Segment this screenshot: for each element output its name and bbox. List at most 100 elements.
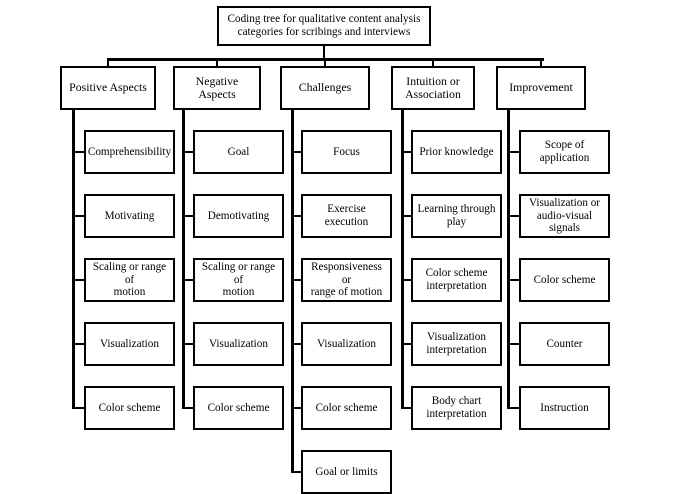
node-improvement-3-line-1: Counter xyxy=(546,337,583,350)
node-challenges-5: Goal or limits xyxy=(301,450,392,494)
node-negative-aspects-2-line-2: motion xyxy=(222,286,255,299)
stub-positive-aspects-2 xyxy=(72,278,84,282)
stub-improvement-2 xyxy=(507,278,519,282)
node-challenges-2-line-1: Responsiveness or xyxy=(311,261,382,286)
node-intuition-or-association-3-line-2: interpretation xyxy=(426,344,487,356)
node-improvement-3: Counter xyxy=(519,322,610,366)
header-challenges-line-1: Challenges xyxy=(298,80,352,95)
node-negative-aspects-1: Demotivating xyxy=(193,194,284,238)
root-stem xyxy=(322,46,326,58)
node-improvement-4-line-1: Instruction xyxy=(540,401,589,414)
header-negative-aspects-line-1: Negative Aspects xyxy=(195,73,239,101)
stub-challenges-4 xyxy=(291,406,301,410)
node-improvement-1-line-2: audio-visual xyxy=(536,209,593,222)
node-improvement-1-line-3: signals xyxy=(548,222,581,235)
spine-improvement xyxy=(507,110,510,410)
node-challenges-1-line-1: Exercise execution xyxy=(324,203,369,228)
node-positive-aspects-4-line-1: Color scheme xyxy=(98,401,161,414)
node-positive-aspects-2-line-2: motion xyxy=(113,286,146,299)
node-positive-aspects-3: Visualization xyxy=(84,322,175,366)
node-positive-aspects-0-line-1: Comprehensibility xyxy=(87,145,172,158)
stub-challenges-0 xyxy=(291,150,301,154)
header-drop-intuition-or-association xyxy=(431,58,435,66)
stub-improvement-3 xyxy=(507,342,519,346)
root-node-line-2: categories for scribings and interviews xyxy=(237,26,411,38)
node-negative-aspects-3-line-1: Visualization xyxy=(209,337,268,350)
header-intuition-or-association-line-2: Association xyxy=(405,87,461,101)
node-improvement-1-line-1: Visualization or xyxy=(528,197,601,210)
node-negative-aspects-4: Color scheme xyxy=(193,386,284,430)
stub-negative-aspects-2 xyxy=(182,278,193,282)
header-challenges: Challenges xyxy=(280,66,370,110)
stub-negative-aspects-0 xyxy=(182,150,193,154)
stub-intuition-or-association-2 xyxy=(401,278,411,282)
header-improvement: Improvement xyxy=(496,66,586,110)
stub-challenges-1 xyxy=(291,214,301,218)
stub-challenges-2 xyxy=(291,278,301,282)
node-positive-aspects-1-line-1: Motivating xyxy=(104,209,155,222)
node-improvement-2: Color scheme xyxy=(519,258,610,302)
stub-intuition-or-association-3 xyxy=(401,342,411,346)
header-drop-positive-aspects xyxy=(106,58,110,66)
node-improvement-4: Instruction xyxy=(519,386,610,430)
node-intuition-or-association-0-line-1: Prior knowledge xyxy=(419,145,494,158)
header-intuition-or-association-line-1: Intuition or xyxy=(406,73,460,88)
node-challenges-3: Visualization xyxy=(301,322,392,366)
header-drop-improvement xyxy=(539,58,543,66)
header-positive-aspects: Positive Aspects xyxy=(60,66,156,110)
root-node-line-1: Coding tree for qualitative content anal… xyxy=(227,13,421,26)
spine-positive-aspects xyxy=(72,110,75,410)
node-positive-aspects-3-line-1: Visualization xyxy=(100,337,159,350)
header-positive-aspects-line-1: Positive Aspects xyxy=(69,80,147,95)
node-intuition-or-association-2-line-1: Color scheme xyxy=(425,267,488,280)
stub-intuition-or-association-1 xyxy=(401,214,411,218)
stub-challenges-5 xyxy=(291,470,301,474)
header-drop-challenges xyxy=(323,58,327,66)
node-negative-aspects-0-line-1: Goal xyxy=(227,145,250,158)
node-challenges-2-line-2: range of motion xyxy=(310,286,383,299)
node-negative-aspects-0: Goal xyxy=(193,130,284,174)
stub-positive-aspects-0 xyxy=(72,150,84,154)
header-improvement-line-1: Improvement xyxy=(509,80,573,95)
node-negative-aspects-3: Visualization xyxy=(193,322,284,366)
node-challenges-1: Exercise execution xyxy=(301,194,392,238)
node-negative-aspects-1-line-1: Demotivating xyxy=(207,209,270,222)
node-positive-aspects-1: Motivating xyxy=(84,194,175,238)
node-negative-aspects-2-line-1: Scaling or range of xyxy=(201,261,276,286)
root-node: Coding tree for qualitative content anal… xyxy=(217,6,431,46)
node-intuition-or-association-1-line-2: play xyxy=(446,216,467,228)
node-intuition-or-association-0: Prior knowledge xyxy=(411,130,502,174)
node-intuition-or-association-4-line-2: interpretation xyxy=(426,408,487,420)
node-challenges-4: Color scheme xyxy=(301,386,392,430)
stub-improvement-1 xyxy=(507,214,519,218)
spine-challenges xyxy=(291,110,294,474)
node-negative-aspects-4-line-1: Color scheme xyxy=(207,401,270,414)
node-challenges-4-line-1: Color scheme xyxy=(315,401,378,414)
header-negative-aspects: Negative Aspects xyxy=(173,66,261,110)
stub-improvement-4 xyxy=(507,406,519,410)
stub-positive-aspects-3 xyxy=(72,342,84,346)
stub-intuition-or-association-4 xyxy=(401,406,411,410)
header-drop-negative-aspects xyxy=(215,58,219,66)
stub-negative-aspects-4 xyxy=(182,406,193,410)
node-intuition-or-association-3-line-1: Visualization xyxy=(427,331,486,344)
stub-intuition-or-association-0 xyxy=(401,150,411,154)
node-positive-aspects-4: Color scheme xyxy=(84,386,175,430)
stub-challenges-3 xyxy=(291,342,301,346)
node-challenges-5-line-1: Goal or limits xyxy=(315,465,378,478)
node-positive-aspects-0: Comprehensibility xyxy=(84,130,175,174)
stub-negative-aspects-3 xyxy=(182,342,193,346)
node-intuition-or-association-4-line-1: Body chart xyxy=(431,395,482,408)
spine-negative-aspects xyxy=(182,110,185,410)
stub-positive-aspects-4 xyxy=(72,406,84,410)
node-improvement-0-line-1: Scope of xyxy=(544,139,585,152)
